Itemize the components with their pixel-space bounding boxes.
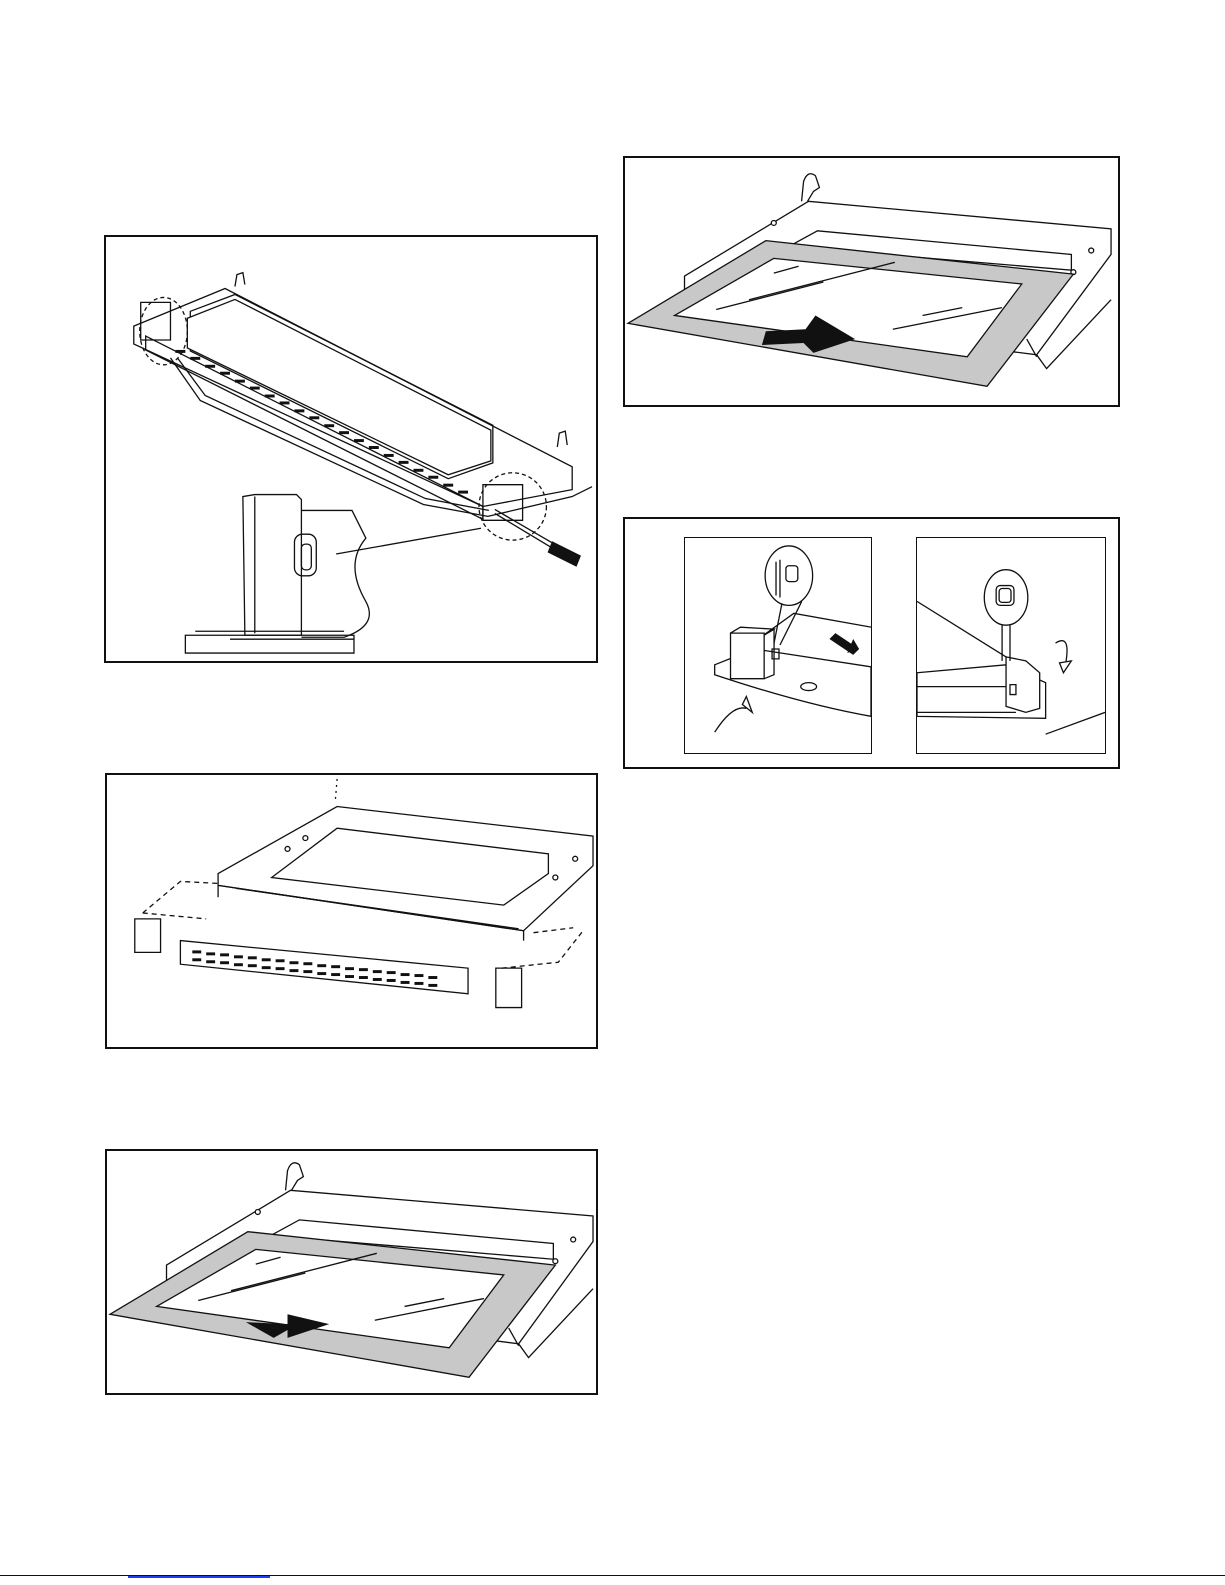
rotate-arrow-icon (742, 697, 752, 713)
exploded-view-illustration (107, 775, 596, 1047)
end-cap-left-detail (684, 537, 872, 754)
end-cap-right-illustration (917, 538, 1105, 753)
figure-exploded-view (105, 773, 598, 1049)
figure-glass-slide-out (105, 1149, 598, 1395)
glass-slide-in-illustration (625, 158, 1118, 405)
footer-link-underline[interactable] (128, 1576, 270, 1578)
figure-end-cap-detail (623, 517, 1120, 769)
rotate-arrow-icon (1059, 661, 1071, 673)
end-cap-left-illustration (685, 538, 871, 753)
figure-glass-slide-in (623, 156, 1120, 407)
figure-door-assembly (104, 235, 598, 663)
door-assembly-illustration (106, 237, 596, 661)
glass-slide-out-illustration (107, 1151, 596, 1393)
end-cap-right-detail (916, 537, 1106, 754)
